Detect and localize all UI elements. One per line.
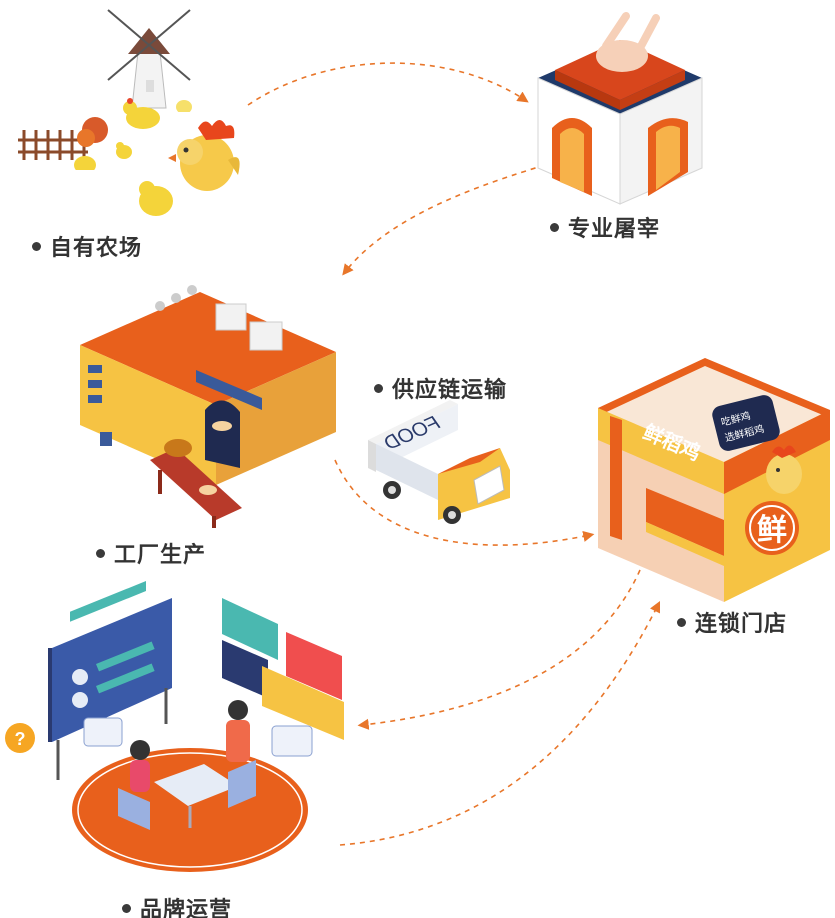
stage-farm: 自有农场 <box>32 230 142 262</box>
svg-text:?: ? <box>15 729 26 749</box>
arrow-store-to-brand <box>357 569 641 730</box>
slaughter-house-illustration <box>537 12 703 205</box>
factory-illustration <box>80 285 336 528</box>
delivery-truck-illustration: FOOD <box>368 400 510 524</box>
arrow-farm-to-slaughter <box>247 62 529 106</box>
stage-brand: 品牌运营 <box>122 892 232 918</box>
table-icon <box>150 448 242 528</box>
chick-icon <box>123 98 160 129</box>
roast-chicken-icon <box>164 421 232 495</box>
stage-farm-label: 自有农场 <box>50 236 143 261</box>
chain-store-illustration: 鲜稻鸡 吃鲜鸡 选鲜稻鸡 鲜 <box>598 358 830 602</box>
bullet-dot <box>122 903 131 913</box>
bullet-dot <box>550 222 559 232</box>
arrow-factory-to-store <box>334 459 595 546</box>
brand-operations-illustration: ? <box>5 581 344 872</box>
chick-icon <box>174 100 194 117</box>
arrow-slaughter-to-factory <box>342 164 546 276</box>
arrow-brand-to-store <box>339 600 661 846</box>
bullet-dot <box>96 548 105 558</box>
bullet-dot <box>374 383 383 393</box>
stage-logistics: 供应链运输 <box>374 372 507 404</box>
fence-icon <box>18 130 88 160</box>
store-side-char: 鲜 <box>757 514 787 547</box>
stage-logistics-label: 供应链运输 <box>392 378 508 403</box>
stage-store: 连锁门店 <box>677 606 787 638</box>
meeting-table-icon <box>154 764 238 828</box>
stage-store-label: 连锁门店 <box>695 612 788 637</box>
farm-illustration <box>18 9 240 216</box>
bullet-dot <box>677 617 686 627</box>
person-icon <box>226 700 256 808</box>
chick-icon <box>139 181 173 216</box>
stage-slaughter-label: 专业屠宰 <box>568 217 661 242</box>
windmill-icon <box>107 9 191 109</box>
stage-slaughter: 专业屠宰 <box>550 211 660 243</box>
stage-factory-label: 工厂生产 <box>114 543 207 568</box>
chick-icon <box>116 142 132 159</box>
bullet-dot <box>32 241 41 251</box>
rooster-icon <box>168 120 240 191</box>
rooster-icon <box>766 445 802 494</box>
chick-icon <box>74 156 96 178</box>
stage-factory: 工厂生产 <box>96 537 206 569</box>
roast-chicken-icon <box>596 12 660 72</box>
person-icon <box>118 740 150 830</box>
stage-brand-label: 品牌运营 <box>140 898 233 918</box>
store-promo-panel: 吃鲜鸡 选鲜稻鸡 <box>712 395 780 451</box>
